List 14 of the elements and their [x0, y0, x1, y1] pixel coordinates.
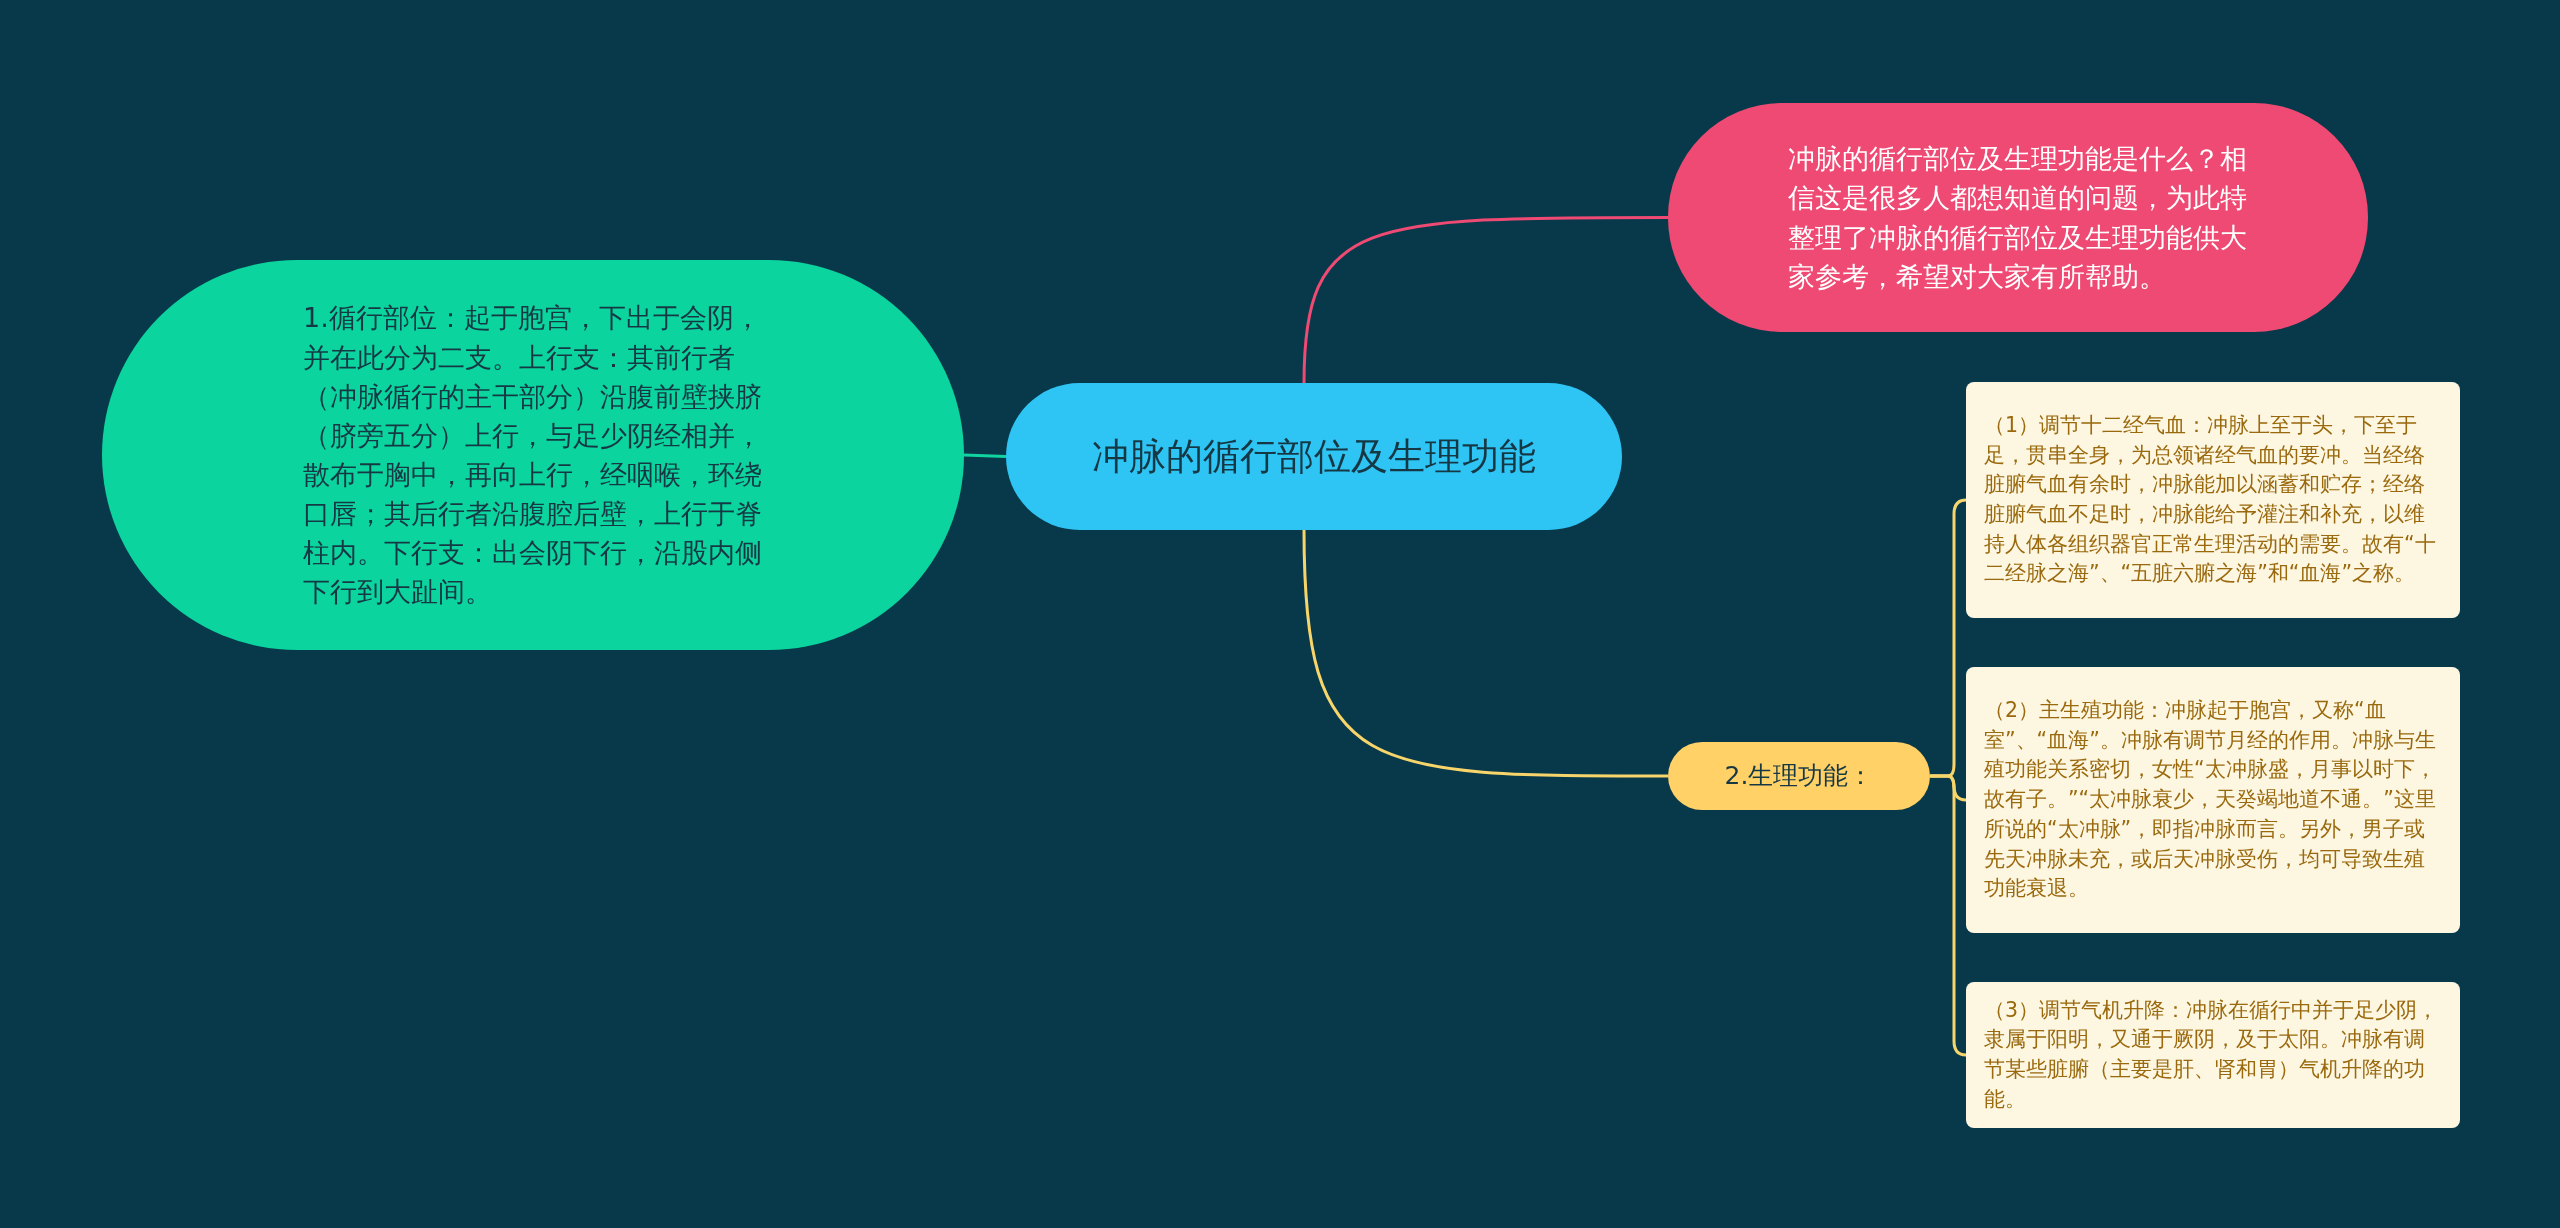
connector-line	[1302, 216, 1668, 384]
node-text: （3）调节气机升降：冲脉在循行中并于足少阴，隶属于阳明，又通于厥阴，及于太阳。冲脉有调节某些脏腑（主要是肝、肾和胃）气机升降的功能。	[1984, 996, 2440, 1113]
connector-line	[1302, 529, 1668, 778]
detail-box	[1966, 982, 2460, 1128]
detail-box	[1966, 667, 2460, 933]
connector-line	[963, 453, 1007, 458]
detail-box	[1966, 382, 2460, 618]
node-text: （2）主生殖功能：冲脉起于胞宫，又称“血室”、“血海”。冲脉有调节月经的作用。冲脉与生殖功能关系密切，女性“太冲脉盛，月事以时下，故有子。”“太冲脉衰少，天癸竭地道不通。”这里所说的“太冲脉”，即指冲脉而言。另外，男子或先天冲脉未充，或后天冲脉受伤，均可导致生殖功能衰退。	[1984, 697, 2437, 903]
node-text: 2.生理功能：	[1723, 759, 1875, 792]
node-text: 1.循行部位：起于胞宫，下出于会阴，并在此分为二支。上行支：其前行者（冲脉循行的主干部分）沿腹前壁挟脐（脐旁五分）上行，与足少阴经相并，散布于胸中，再向上行，经咽喉，环绕口唇；其后行者沿腹腔后壁，上行于脊柱内。下行支：出会阴下行，沿股内侧下行到大趾间。	[303, 301, 763, 610]
connector-line	[1930, 774, 1967, 1057]
node-text: （1）调节十二经气血：冲脉上至于头，下至于足，贯串全身，为总领诸经气血的要冲。当经络脏腑气血有余时，冲脉能加以涵蓄和贮存；经络脏腑气血不足时，冲脉能给予灌注和补充，以维持人体各组织器官正常生理活动的需要。故有“十二经脉之海”、“五脏六腑之海”和“血海”之称。	[1984, 411, 2437, 588]
topic-title: 冲脉的循行部位及生理功能	[1091, 433, 1537, 480]
node-text: 冲脉的循行部位及生理功能是什么？相信这是很多人都想知道的问题，为此特整理了冲脉的循行部位及生理功能供大家参考，希望对大家有所帮助。	[1788, 142, 2248, 294]
